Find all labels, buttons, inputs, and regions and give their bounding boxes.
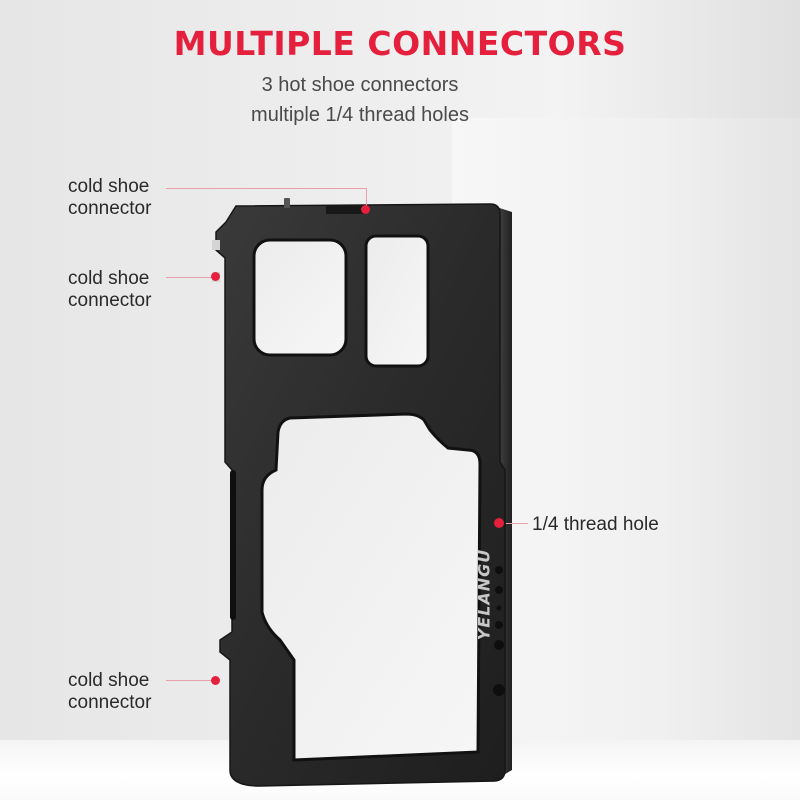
headline: MULTIPLE CONNECTORS — [173, 24, 627, 63]
leader-line-top-vertical — [366, 188, 367, 206]
callout-top-left-line2: connector — [68, 198, 152, 219]
screen-window — [260, 412, 482, 762]
leader-line-bottom — [166, 680, 212, 681]
subtitle-line-1: 3 hot shoe connectors — [261, 74, 459, 96]
flash-cutout — [364, 234, 430, 368]
marker-dot-top — [361, 205, 370, 214]
leader-line-mid — [166, 277, 212, 278]
subtitle-line-2: multiple 1/4 thread holes — [251, 104, 469, 126]
marker-dot-bottom — [211, 676, 220, 685]
callout-bottom-left-line1: cold shoe — [68, 670, 150, 691]
top-cold-shoe — [326, 206, 366, 214]
camera-cutout — [252, 238, 348, 357]
leader-line-right — [506, 523, 528, 524]
marker-dot-mid — [211, 272, 220, 281]
callout-mid-left-line2: connector — [68, 290, 152, 311]
callout-top-left: cold shoe connector — [68, 176, 151, 220]
callout-top-left-line1: cold shoe — [68, 176, 150, 197]
callout-bottom-left: cold shoe connector — [68, 670, 151, 714]
brand-mark: YELANGU — [474, 548, 494, 641]
thread-hole-highlight — [494, 518, 504, 528]
side-slot — [230, 470, 236, 620]
callout-mid-left-line1: cold shoe — [68, 268, 150, 289]
callout-bottom-left-line2: connector — [68, 692, 152, 713]
callout-mid-left: cold shoe connector — [68, 268, 151, 312]
leader-line-top — [166, 188, 366, 189]
top-pin — [284, 198, 290, 208]
callout-right: 1/4 thread hole — [532, 514, 659, 535]
